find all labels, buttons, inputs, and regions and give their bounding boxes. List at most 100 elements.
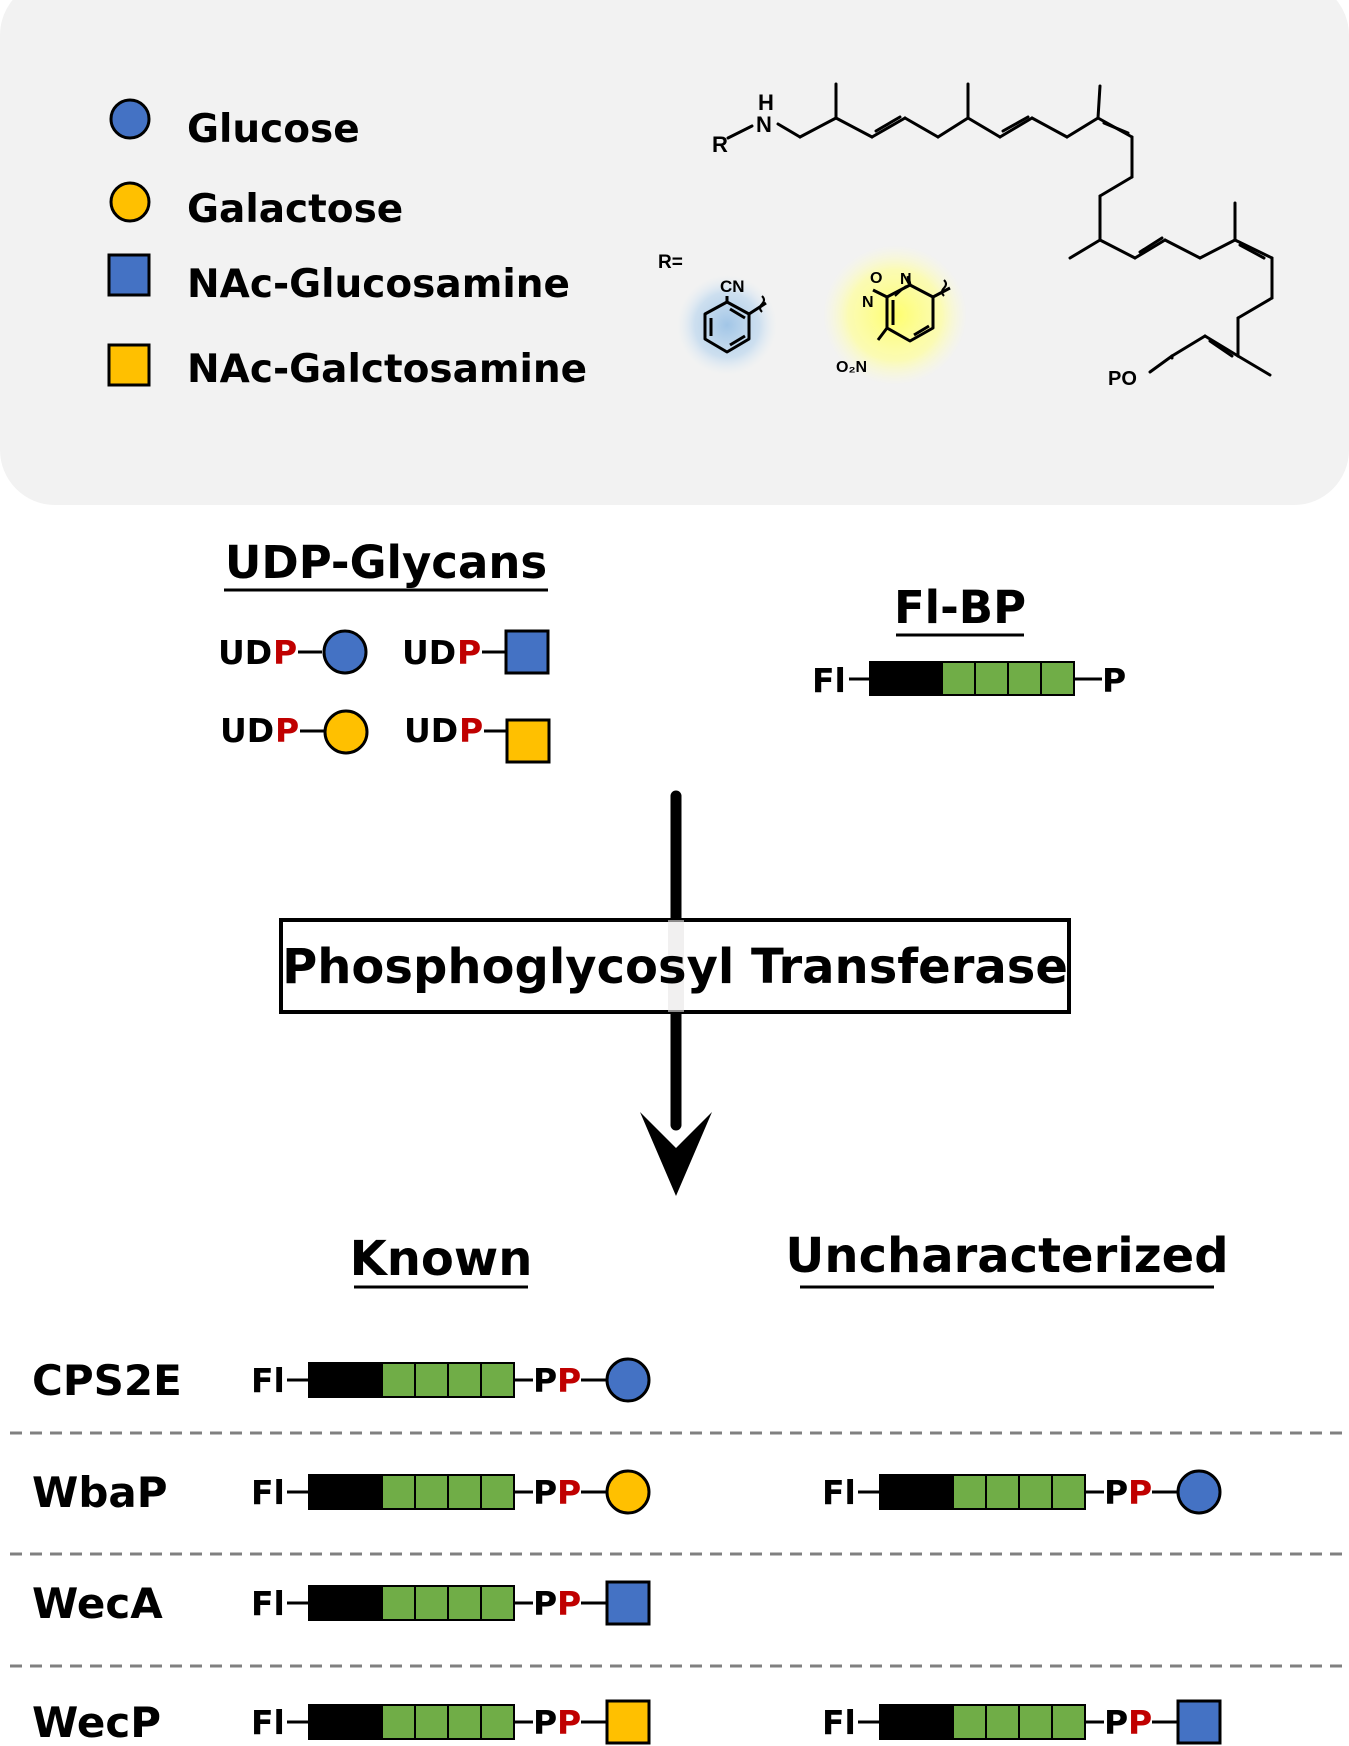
product-fl-label: Fl [822,1703,856,1742]
sugar-square-icon [1176,1699,1222,1745]
fl-bp-section: Fl-BP Fl P [812,581,1126,700]
product-p1-label: P [1104,1473,1128,1512]
udp-nac-galactosamine-icon [505,718,551,764]
nac-glucosamine-square-icon [107,253,151,297]
udp-glucose-icon [322,629,368,675]
product-p2-label: P [1128,1703,1152,1742]
udp-ud-1: UD [218,633,272,672]
blue-glow [677,275,777,375]
udp-nac-glucosamine-icon [504,629,550,675]
udp-p-2: P [457,633,481,672]
product-p2-label: P [1128,1473,1152,1512]
sugar-square-icon [605,1580,651,1626]
sugar-circle-icon [605,1469,651,1515]
product-fl-label: Fl [251,1584,285,1623]
isoprene-unit-block [381,1474,416,1510]
amine-h-label: H [758,90,774,115]
isoprene-unit-block [414,1474,449,1510]
fl-bp-fl: Fl [812,661,846,700]
enzyme-name: WbaP [32,1468,168,1517]
legend: Glucose Galactose NAc-Glucosamine NAc-Ga… [107,98,587,392]
yellow-glow [823,245,967,385]
r-definition-label: R= [658,252,683,273]
udp-p-1: P [273,633,297,672]
udp-ud-3: UD [220,711,274,750]
nbd-n2-label: N [862,294,874,311]
isoprene-unit-block [1051,1704,1086,1740]
row-separators [10,1431,1342,1668]
fl-bp-black-segment [869,661,943,696]
amine-n-label: N [756,112,772,137]
udp-glycans-section: UDP-Glycans UD P UD P UD P UD P [218,536,551,764]
udp-ud-2: UD [402,633,456,672]
glucose-circle-icon [109,98,151,140]
cn-label: CN [720,277,745,296]
product-p1-label: P [1104,1703,1128,1742]
product-p1-label: P [533,1703,557,1742]
product-fl-label: Fl [251,1473,285,1512]
legend-label-galactose: Galactose [187,187,403,232]
fluorophore-block [308,1474,383,1510]
arrow-head-icon [640,1112,712,1196]
isoprene-unit-block [381,1585,416,1621]
cyanophenyl-group: CN [677,275,777,375]
uncharacterized-column-header: Uncharacterized [785,1228,1228,1284]
skeleton-bonds [726,82,1274,377]
isoprene-unit-block [381,1704,416,1740]
enzyme-box: Phosphoglycosyl Transferase [279,918,1071,1014]
isoprene-unit-block [414,1362,449,1398]
product-fl-label: Fl [822,1473,856,1512]
product-p2-label: P [557,1584,581,1623]
enzyme-name: WecP [32,1698,161,1746]
phosphate-po-label: PO [1108,368,1137,390]
product-p2-label: P [557,1361,581,1400]
known-column-header: Known [350,1231,533,1287]
udp-ud-4: UD [404,711,458,750]
product-p2-label: P [557,1703,581,1742]
product-fl-label: Fl [251,1361,285,1400]
isoprene-unit-block [480,1362,515,1398]
nbd-group: O N N O₂N [823,245,967,385]
fluorophore-block [879,1704,954,1740]
legend-label-nac-galactosamine: NAc-Galctosamine [187,347,587,392]
isoprene-unit-block [480,1585,515,1621]
isoprene-unit-block [447,1704,482,1740]
isoprene-unit-block [1018,1474,1053,1510]
product-p1-label: P [533,1473,557,1512]
enzyme-name: WecA [32,1579,163,1628]
sugar-circle-icon [605,1357,651,1403]
product-p1-label: P [533,1361,557,1400]
fl-bp-p: P [1102,661,1126,700]
udp-p-3: P [275,711,299,750]
fluorophore-block [308,1585,383,1621]
isoprene-unit-block [1051,1474,1086,1510]
nbd-n1-label: N [900,271,912,288]
nac-galactosamine-square-icon [107,343,151,387]
isoprene-unit-block [447,1474,482,1510]
isoprene-unit-block [447,1362,482,1398]
galactose-circle-icon [109,181,151,223]
o2n-label: O₂N [836,359,867,376]
enzyme-name: CPS2E [32,1356,182,1405]
fluorophore-block [308,1362,383,1398]
legend-label-glucose: Glucose [187,107,360,152]
isoprene-unit-block [985,1704,1020,1740]
sugar-circle-icon [1176,1469,1222,1515]
product-p2-label: P [557,1473,581,1512]
udp-glycans-title: UDP-Glycans [225,536,547,589]
fluorophore-block [308,1704,383,1740]
fluorophore-block [879,1474,954,1510]
nbd-o-label: O [870,270,882,287]
isoprene-unit-block [447,1585,482,1621]
